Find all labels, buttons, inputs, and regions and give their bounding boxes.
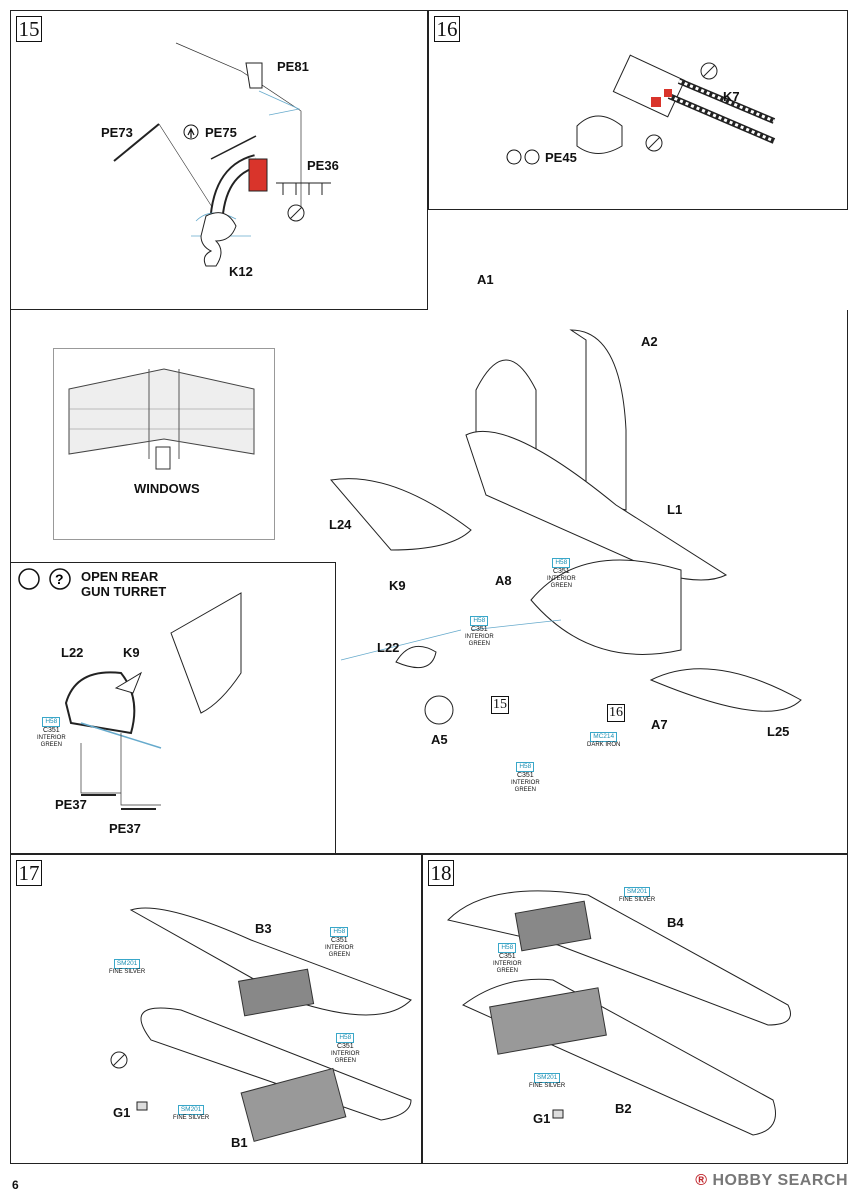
part-label-b1: B1: [231, 1135, 248, 1150]
step-number: 18: [428, 860, 454, 886]
part-label-g1: G1: [113, 1105, 131, 1120]
part-label-b3: B3: [255, 921, 272, 936]
step-18-drawing: [447, 890, 791, 1136]
part-label-pe36: PE36: [307, 158, 339, 173]
windows-inset-drawing: [68, 368, 255, 470]
step-16-panel: 16 K7 PE45: [428, 10, 848, 210]
step-16-ref: 16: [607, 704, 625, 722]
main-assembly-drawing: [330, 329, 802, 725]
part-label-pe37: PE37: [109, 821, 141, 836]
svg-text:?: ?: [55, 571, 64, 587]
step-17-drawing: [110, 907, 412, 1142]
part-label-pe73: PE73: [101, 125, 133, 140]
part-label-b2: B2: [615, 1101, 632, 1116]
part-label-a8: A8: [495, 573, 512, 588]
watermark: ® HOBBY SEARCH: [695, 1172, 848, 1189]
part-label-k7: K7: [723, 89, 740, 104]
part-label-a2: A2: [641, 334, 658, 349]
step-15-ref: 15: [491, 696, 509, 714]
part-label-b4: B4: [667, 915, 684, 930]
windows-label: WINDOWS: [134, 481, 200, 496]
part-label-k9: K9: [123, 645, 140, 660]
part-label-l1: L1: [667, 502, 683, 517]
part-label-k12: K12: [229, 264, 253, 279]
step-16-drawing: [506, 54, 776, 165]
part-label-l22: L22: [61, 645, 84, 660]
part-label-pe37: PE37: [55, 797, 87, 812]
part-label-a5: A5: [431, 732, 448, 747]
part-label-pe75: PE75: [205, 125, 237, 140]
step-number: 15: [16, 16, 42, 42]
part-label-l25: L25: [767, 724, 790, 739]
part-label-a7: A7: [651, 717, 668, 732]
part-label-a1: A1: [477, 272, 494, 287]
part-label-pe81: PE81: [277, 59, 309, 74]
part-label-l22: L22: [377, 640, 400, 655]
step-15-panel: 15 PE81 PE73 PE75 PE36 K12: [10, 10, 428, 310]
part-label-k9: K9: [389, 578, 406, 593]
part-label-pe45: PE45: [545, 150, 577, 165]
windows-inset: WINDOWS: [53, 348, 275, 540]
step-number: 16: [434, 16, 460, 42]
step-15-drawing: [113, 42, 331, 267]
part-label-g1: G1: [533, 1111, 551, 1126]
turret-drawing: ?: [18, 568, 242, 810]
page-number: 6: [12, 1178, 19, 1192]
part-label-l24: L24: [329, 517, 352, 532]
step-number: 17: [16, 860, 42, 886]
